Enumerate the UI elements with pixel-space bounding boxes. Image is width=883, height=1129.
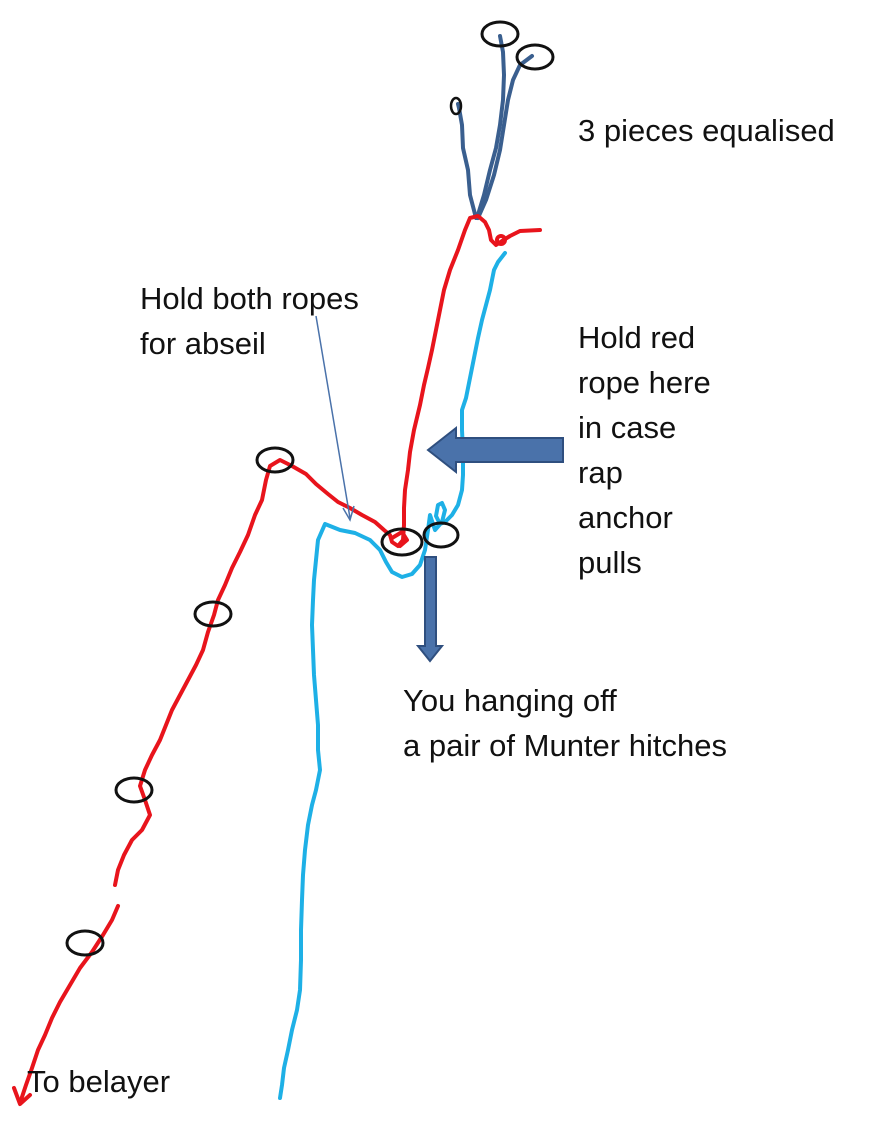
protection-piece — [114, 776, 154, 804]
hanging-note-line2: a pair of Munter hitches — [403, 728, 727, 763]
red-rope-note-line6: pulls — [578, 545, 642, 580]
abseil-note-line1: Hold both ropes — [140, 281, 359, 316]
anchor-slings — [456, 34, 534, 220]
protection-piece — [193, 600, 233, 628]
left-block-arrow — [426, 425, 564, 475]
red-rope-note-line3: in case — [578, 410, 677, 445]
red-rope-note-line1: Hold red — [578, 320, 696, 355]
red-rope-note: Hold red rope here in case rap anchor pu… — [578, 315, 711, 585]
abseil-pointer-arrowhead — [342, 505, 355, 522]
protection-piece — [255, 446, 295, 474]
red-rope-segment — [113, 214, 542, 887]
red-rope-note-line5: anchor — [578, 500, 673, 535]
protection-piece — [380, 527, 424, 557]
belayer-note-text: To belayer — [27, 1064, 171, 1099]
protection-piece — [422, 521, 460, 549]
abseil-pointer-line — [315, 315, 351, 519]
belayer-note: To belayer — [27, 1059, 170, 1104]
down-block-arrow — [415, 556, 445, 663]
red-rope-note-line2: rope here — [578, 365, 711, 400]
protection-piece — [515, 43, 555, 71]
blue-rope-segment — [278, 251, 507, 1100]
protection-piece — [480, 20, 520, 48]
belayer-arrowhead — [12, 1086, 32, 1106]
hanging-note-line1: You hanging off — [403, 683, 617, 718]
abseil-note-line2: for abseil — [140, 326, 266, 361]
abseil-note: Hold both ropes for abseil — [140, 276, 359, 366]
sling-middle — [475, 34, 506, 220]
hanging-note: You hanging off a pair of Munter hitches — [403, 678, 727, 768]
anchor-note-text: 3 pieces equalised — [578, 113, 835, 148]
red-rope-segment — [19, 904, 120, 1102]
red-rope-segment — [390, 530, 409, 548]
sling-right — [476, 54, 534, 220]
sling-left — [456, 102, 478, 220]
protection-piece — [65, 929, 105, 957]
red-rope-note-line4: rap — [578, 455, 623, 490]
protection-piece — [449, 96, 463, 116]
anchor-note: 3 pieces equalised — [578, 108, 835, 153]
red-rope-segment — [495, 234, 507, 246]
red-rope — [19, 214, 542, 1102]
blue-rope — [278, 251, 507, 1100]
